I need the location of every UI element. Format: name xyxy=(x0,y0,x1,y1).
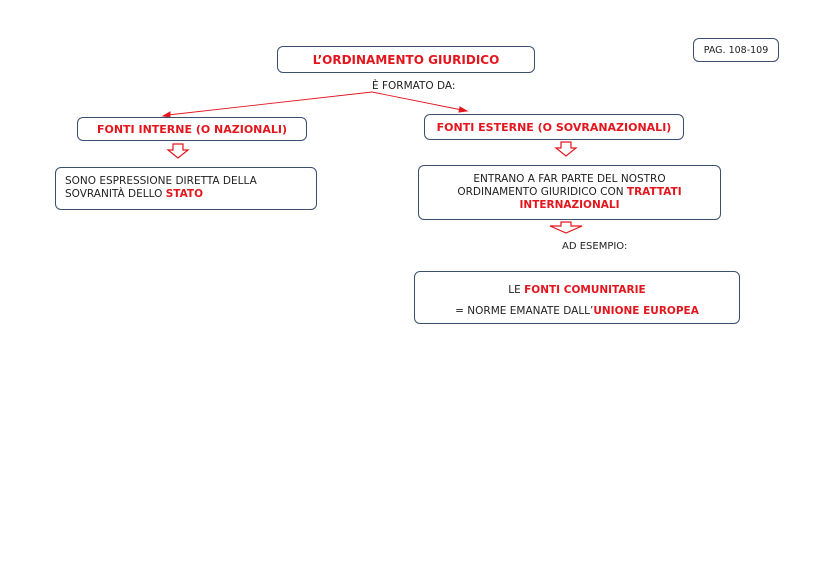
internal-sources-description: SONO ESPRESSIONE DIRETTA DELLA SOVRANITÀ… xyxy=(55,167,317,210)
highlight-trattati: TRATTATI xyxy=(626,186,682,198)
highlight-unione-europea: UNIONE EUROPEA xyxy=(593,305,699,317)
page-reference-box: PAG. 108-109 xyxy=(693,38,779,62)
highlight-stato: STATO xyxy=(165,188,204,200)
formed-by-label: È FORMATO DA: xyxy=(372,80,456,92)
example-label: AD ESEMPIO: xyxy=(562,241,628,252)
down-arrow-icon xyxy=(554,141,578,157)
page-title: L’ORDINAMENTO GIURIDICO xyxy=(312,52,500,67)
description-line: ENTRANO A FAR PARTE DEL NOSTRO xyxy=(473,173,666,185)
description-line: ORDINAMENTO GIURIDICO CON xyxy=(457,186,627,198)
down-arrow-icon xyxy=(549,221,583,234)
example-text: = NORME EMANATE DALL’ xyxy=(455,305,594,317)
highlight-fonti-comunitarie: FONTI COMUNITARIE xyxy=(524,284,646,296)
community-sources-box: LE FONTI COMUNITARIE = NORME EMANATE DAL… xyxy=(414,271,740,324)
external-sources-description: ENTRANO A FAR PARTE DEL NOSTRO ORDINAMEN… xyxy=(418,165,721,220)
internal-sources-heading: FONTI INTERNE (O NAZIONALI) xyxy=(96,122,288,136)
internal-sources-box: FONTI INTERNE (O NAZIONALI) xyxy=(77,117,307,141)
down-arrow-icon xyxy=(166,143,190,159)
description-line: SONO ESPRESSIONE DIRETTA DELLA xyxy=(65,175,257,187)
external-sources-box: FONTI ESTERNE (O SOVRANAZIONALI) xyxy=(424,114,684,140)
branch-arrow-left xyxy=(161,91,373,118)
example-text: LE xyxy=(508,284,525,296)
branch-arrow-right xyxy=(371,91,469,113)
description-line: SOVRANITÀ DELLO xyxy=(65,188,166,200)
title-box: L’ORDINAMENTO GIURIDICO xyxy=(277,46,535,73)
external-sources-heading: FONTI ESTERNE (O SOVRANAZIONALI) xyxy=(436,120,672,134)
highlight-internazionali: INTERNAZIONALI xyxy=(519,199,620,211)
page-reference: PAG. 108-109 xyxy=(703,44,769,56)
